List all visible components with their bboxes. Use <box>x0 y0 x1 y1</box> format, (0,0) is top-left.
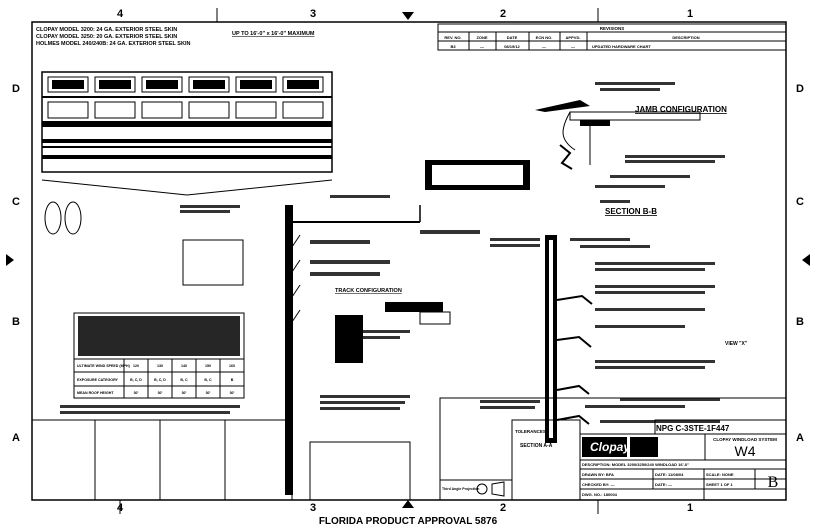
svg-text:ZONE: ZONE <box>476 35 487 40</box>
svg-text:SECTION A-A: SECTION A-A <box>520 443 553 449</box>
svg-text:A: A <box>12 432 20 444</box>
svg-text:C: C <box>12 196 20 208</box>
svg-text:TOLERANCES: TOLERANCES <box>515 429 546 434</box>
wind-load-table: ULTIMATE WIND SPEED (MPH) 120 130 140 15… <box>73 312 245 399</box>
svg-text:DESCRIPTION: DESCRIPTION <box>672 35 699 40</box>
svg-text:UP TO 16'-0" x 16'-0" MAXIMUM: UP TO 16'-0" x 16'-0" MAXIMUM <box>232 31 315 37</box>
svg-text:TRACK CONFIGURATION: TRACK CONFIGURATION <box>335 288 402 294</box>
section-a-a-detail: SECTION A-A VIEW "X" <box>480 235 748 449</box>
svg-text:APPVD.: APPVD. <box>566 35 581 40</box>
svg-text:CLOPAY WINDLOAD SYSTEM: CLOPAY WINDLOAD SYSTEM <box>713 437 777 442</box>
svg-text:D: D <box>796 83 804 95</box>
centering-arrows <box>6 12 810 508</box>
svg-text:B: B <box>796 316 804 328</box>
column-label: 4 <box>117 8 124 20</box>
svg-text:UPDATED HARDWARE CHART: UPDATED HARDWARE CHART <box>592 44 651 49</box>
svg-text:B3: B3 <box>450 44 456 49</box>
svg-text:08/19/12: 08/19/12 <box>504 44 520 49</box>
svg-text:A: A <box>796 432 804 444</box>
column-label: 1 <box>687 502 693 514</box>
svg-text:DRAWN BY: BFA: DRAWN BY: BFA <box>582 472 614 477</box>
column-label: 1 <box>687 8 693 20</box>
svg-text:CLOPAY MODEL 3250: 20 GA. EXTE: CLOPAY MODEL 3250: 20 GA. EXTERIOR STEEL… <box>36 34 177 40</box>
svg-text:W4: W4 <box>735 443 756 459</box>
svg-text:—: — <box>542 44 546 49</box>
title-block: NPG C-3STE-1F447 CLOPAY WINDLOAD SYSTEM … <box>439 397 787 501</box>
hardware-details <box>31 419 411 501</box>
column-label: 3 <box>310 8 316 20</box>
column-label: 2 <box>500 502 506 514</box>
svg-text:B, C: B, C <box>180 378 188 382</box>
svg-text:—: — <box>571 44 575 49</box>
svg-text:30': 30' <box>158 391 163 395</box>
svg-text:30': 30' <box>134 391 139 395</box>
svg-text:B: B <box>12 316 20 328</box>
svg-text:150: 150 <box>205 364 211 368</box>
svg-text:130: 130 <box>157 364 163 368</box>
svg-text:MEAN ROOF HEIGHT: MEAN ROOF HEIGHT <box>77 391 114 395</box>
svg-text:SHEET 1 OF 1: SHEET 1 OF 1 <box>706 482 733 487</box>
svg-text:ULTIMATE WIND SPEED (MPH): ULTIMATE WIND SPEED (MPH) <box>77 364 131 368</box>
column-label: 4 <box>117 502 124 514</box>
svg-text:DATE: DATE <box>507 35 518 40</box>
svg-text:30': 30' <box>182 391 187 395</box>
svg-text:30': 30' <box>206 391 211 395</box>
footer-approval: FLORIDA PRODUCT APPROVAL 5876 <box>319 516 498 527</box>
svg-text:HOLMES MODEL 240/240B: 24 GA.: HOLMES MODEL 240/240B: 24 GA. EXTERIOR S… <box>36 41 190 47</box>
column-label: 2 <box>500 8 506 20</box>
svg-text:B: B <box>768 474 779 491</box>
svg-text:B, C: B, C <box>204 378 212 382</box>
svg-text:SECTION B-B: SECTION B-B <box>605 207 657 216</box>
svg-text:Third Angle Projection: Third Angle Projection <box>442 487 479 491</box>
svg-text:DESCRIPTION: MODEL 3200/3250/2: DESCRIPTION: MODEL 3200/3250/240 WINDLOA… <box>582 462 689 467</box>
svg-text:ECN NO.: ECN NO. <box>536 35 553 40</box>
svg-text:Clopay: Clopay <box>590 440 631 454</box>
svg-text:120: 120 <box>133 364 139 368</box>
svg-text:REV. NO.: REV. NO. <box>444 35 461 40</box>
svg-text:CHECKED BY: —: CHECKED BY: — <box>582 482 615 487</box>
svg-text:SCALE: NONE: SCALE: NONE <box>706 472 734 477</box>
revision-table: REVISIONS REV. NO. ZONE DATE ECN NO. APP… <box>437 23 787 51</box>
svg-text:B: B <box>231 378 234 382</box>
svg-text:160: 160 <box>229 364 235 368</box>
door-elevation <box>41 71 333 235</box>
column-label: 3 <box>310 502 316 514</box>
svg-text:C: C <box>796 196 804 208</box>
svg-text:B, C, D: B, C, D <box>154 378 166 382</box>
svg-text:CLOPAY MODEL 3200: 24 GA. EXTE: CLOPAY MODEL 3200: 24 GA. EXTERIOR STEEL… <box>36 27 177 33</box>
model-notes: CLOPAY MODEL 3200: 24 GA. EXTERIOR STEEL… <box>36 27 315 47</box>
svg-text:DATE: —: DATE: — <box>655 482 672 487</box>
track-configuration-detail: TRACK CONFIGURATION <box>60 195 480 495</box>
svg-text:JAMB CONFIGURATION: JAMB CONFIGURATION <box>635 105 727 114</box>
svg-text:D: D <box>12 83 20 95</box>
svg-text:DWG. NO.: 180004: DWG. NO.: 180004 <box>582 492 618 497</box>
svg-text:30': 30' <box>230 391 235 395</box>
svg-text:VIEW "X": VIEW "X" <box>725 341 748 347</box>
jamb-configuration-detail: JAMB CONFIGURATION SECTION B-B <box>425 82 727 216</box>
svg-text:DATE: 11/08/04: DATE: 11/08/04 <box>655 472 684 477</box>
row-labels: D C B A D C B A <box>12 83 804 444</box>
svg-text:EXPOSURE CATEGORY: EXPOSURE CATEGORY <box>77 378 119 382</box>
svg-text:—: — <box>480 44 484 49</box>
svg-text:B, C, D: B, C, D <box>130 378 142 382</box>
svg-text:140: 140 <box>181 364 187 368</box>
revision-row: B3 — 08/19/12 — — UPDATED HARDWARE CHART <box>450 44 651 49</box>
svg-text:NPG C-3STE-1F447: NPG C-3STE-1F447 <box>656 424 730 433</box>
svg-text:REVISIONS: REVISIONS <box>600 26 625 31</box>
